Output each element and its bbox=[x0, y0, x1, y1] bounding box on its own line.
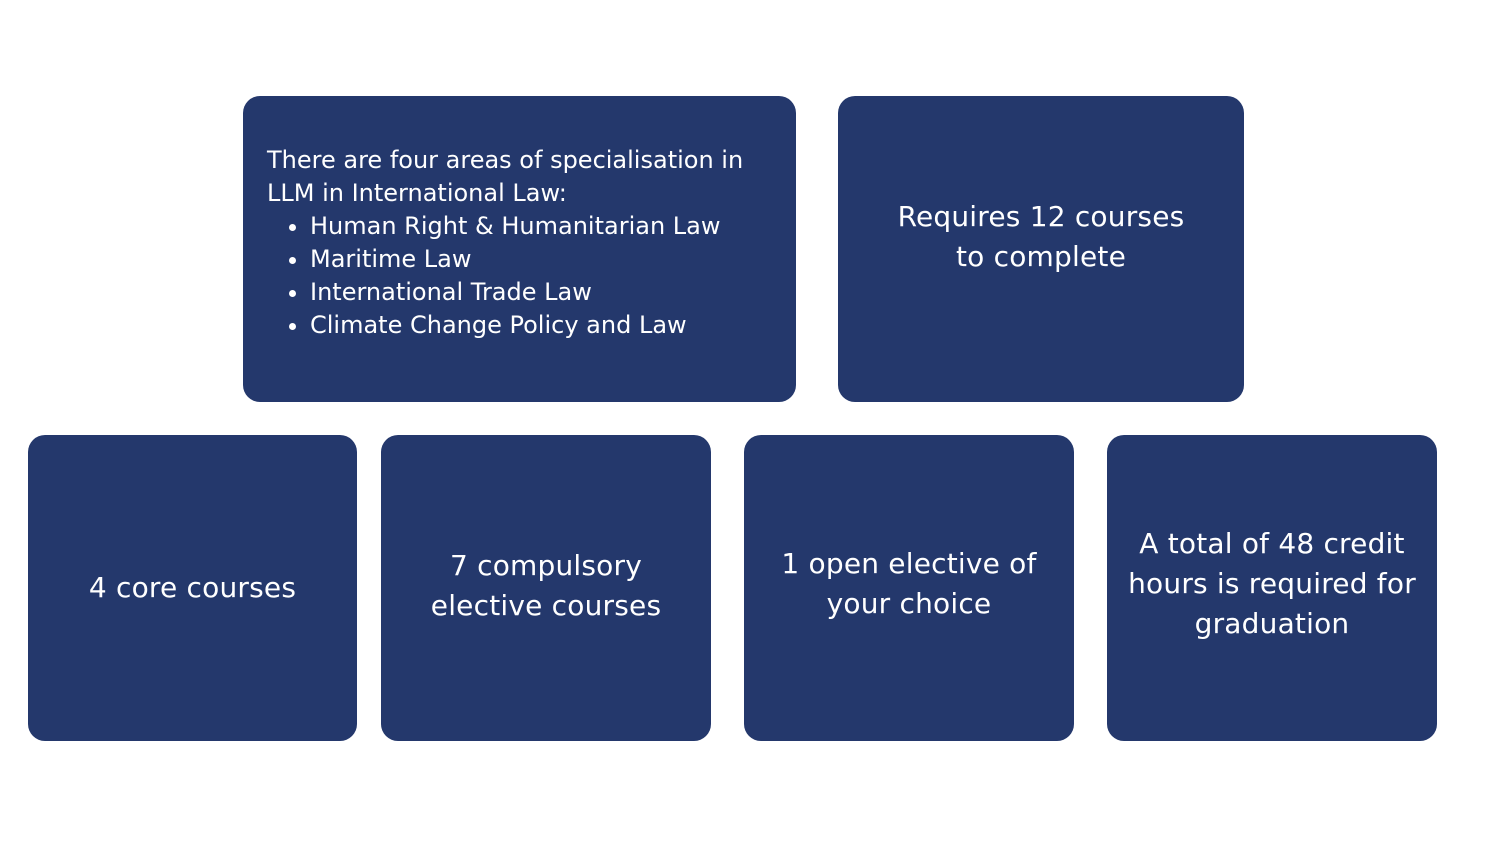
open-elective-text: 1 open elective of your choice bbox=[781, 547, 1037, 620]
credit-hours-card: A total of 48 credit hours is required f… bbox=[1107, 435, 1437, 741]
specialisation-areas-card: There are four areas of specialisation i… bbox=[243, 96, 796, 402]
requires-courses-text: Requires 12 courses to complete bbox=[897, 200, 1185, 273]
requires-courses-card: Requires 12 courses to complete bbox=[838, 96, 1244, 402]
compulsory-electives-card: 7 compulsory elective courses bbox=[381, 435, 711, 741]
compulsory-electives-text: 7 compulsory elective courses bbox=[430, 549, 662, 622]
open-elective-card: 1 open elective of your choice bbox=[744, 435, 1074, 741]
specialisation-intro-text: There are four areas of specialisation i… bbox=[267, 146, 744, 207]
core-courses-text: 4 core courses bbox=[88, 571, 297, 604]
credit-hours-text: A total of 48 credit hours is required f… bbox=[1128, 527, 1416, 640]
specialisation-item: Human Right & Humanitarian Law bbox=[310, 210, 767, 243]
specialisation-item: International Trade Law bbox=[310, 276, 767, 309]
specialisation-list: Human Right & Humanitarian Law Maritime … bbox=[267, 210, 767, 342]
specialisation-item: Maritime Law bbox=[310, 243, 767, 276]
core-courses-card: 4 core courses bbox=[28, 435, 357, 741]
specialisation-item: Climate Change Policy and Law bbox=[310, 309, 767, 342]
